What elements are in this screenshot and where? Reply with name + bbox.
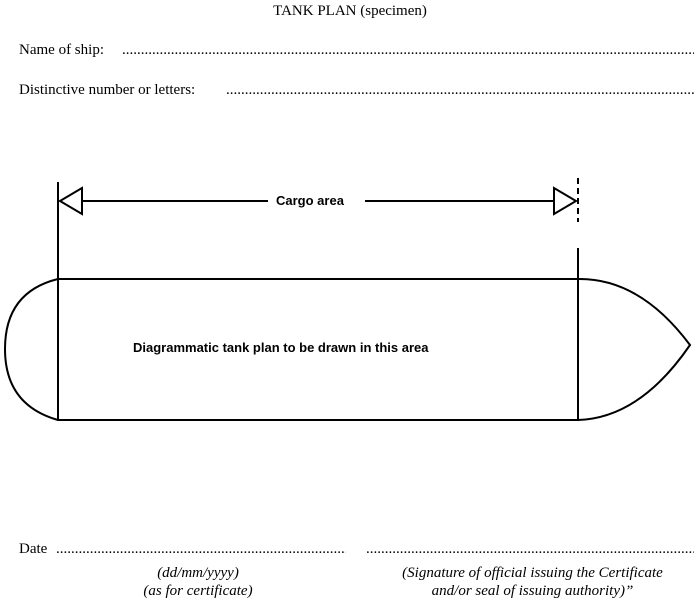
- signature-field[interactable]: ........................................…: [366, 541, 694, 557]
- ship-name-label: Name of ship:: [19, 42, 104, 58]
- date-note-caption: (as for certificate): [143, 583, 253, 599]
- left-arrowhead-icon: [58, 186, 83, 216]
- right-arrowhead-icon: [553, 186, 578, 216]
- cargo-area-label: Cargo area: [272, 193, 348, 208]
- document-title: TANK PLAN (specimen): [273, 3, 427, 19]
- signature-caption: (Signature of official issuing the Certi…: [370, 564, 695, 600]
- date-caption: (dd/mm/yyyy) (as for certificate): [108, 564, 288, 600]
- ship-name-field[interactable]: ........................................…: [122, 42, 694, 58]
- distinctive-number-field[interactable]: ........................................…: [226, 82, 694, 98]
- date-format-caption: (dd/mm/yyyy): [157, 565, 239, 581]
- date-field[interactable]: ........................................…: [56, 541, 346, 557]
- signature-caption-line2: and/or seal of issuing authority)”: [431, 583, 634, 599]
- ship-hull-outline: [3, 277, 692, 421]
- date-label: Date: [19, 541, 48, 557]
- signature-caption-line1: (Signature of official issuing the Certi…: [402, 565, 663, 581]
- distinctive-number-label: Distinctive number or letters:: [19, 82, 196, 98]
- tank-plan-instruction: Diagrammatic tank plan to be drawn in th…: [133, 340, 429, 355]
